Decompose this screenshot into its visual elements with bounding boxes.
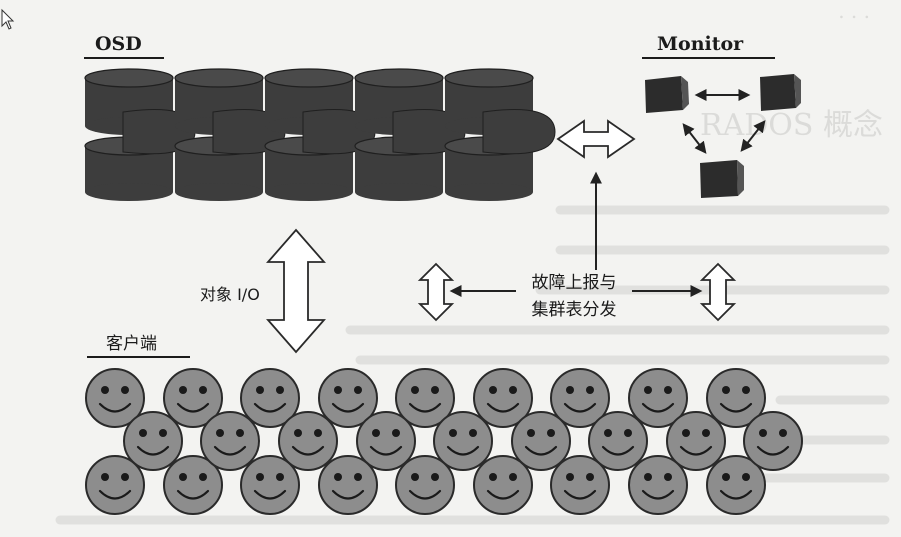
client-cluster [85, 368, 803, 515]
disk-stack-icon [444, 68, 556, 201]
monitor-cluster [645, 74, 801, 198]
smiley-face-icon [395, 455, 455, 515]
smiley-face-icon [706, 455, 766, 515]
smiley-face-icon [356, 411, 416, 471]
background-texture: . . . RADOS 概念 [55, 0, 890, 525]
monitor-label: Monitor [657, 33, 744, 55]
smiley-face-icon [278, 411, 338, 471]
monitor-link-arrow [682, 123, 707, 154]
background-text-lines [55, 205, 890, 525]
smiley-face-icon [433, 411, 493, 471]
osd-label: OSD [95, 33, 142, 55]
smiley-face-icon [318, 455, 378, 515]
smiley-face-icon [163, 455, 223, 515]
cube-icon [645, 76, 689, 113]
smiley-face-icon [743, 411, 803, 471]
double-arrow-icon [699, 262, 737, 322]
smiley-face-icon [123, 411, 183, 471]
disk-stack-icon [264, 68, 376, 201]
smiley-face-icon [85, 368, 145, 428]
smiley-face-icon [163, 368, 223, 428]
smiley-face-icon [706, 368, 766, 428]
double-arrow-icon [556, 119, 636, 159]
smiley-face-icon [240, 455, 300, 515]
smiley-face-icon [550, 455, 610, 515]
object-io-label: 对象 I/O [200, 285, 260, 304]
double-arrow-icon [266, 228, 326, 354]
cube-icon [700, 160, 744, 198]
smiley-face-icon [628, 368, 688, 428]
smiley-face-icon [666, 411, 726, 471]
background-heading: RADOS 概念 [700, 108, 883, 143]
monitor-link-arrow [740, 120, 766, 152]
double-arrow-icon [417, 262, 455, 322]
smiley-face-icon [318, 368, 378, 428]
smiley-face-icon [85, 455, 145, 515]
smiley-face-icon [200, 411, 260, 471]
background-heading-top: . . . [838, 0, 870, 23]
osd-cluster [84, 68, 556, 201]
smiley-face-icon [395, 368, 455, 428]
cube-icon [760, 74, 801, 111]
client-label: 客户端 [106, 334, 157, 354]
smiley-face-icon [550, 368, 610, 428]
smiley-face-icon [473, 368, 533, 428]
smiley-face-icon [628, 455, 688, 515]
smiley-face-icon [511, 411, 571, 471]
mouse-pointer-icon [1, 8, 15, 30]
smiley-face-icon [473, 455, 533, 515]
smiley-face-icon [588, 411, 648, 471]
smiley-face-icon [240, 368, 300, 428]
report-label-line1: 故障上报与 [532, 273, 617, 293]
report-label-line2: 集群表分发 [532, 300, 617, 320]
